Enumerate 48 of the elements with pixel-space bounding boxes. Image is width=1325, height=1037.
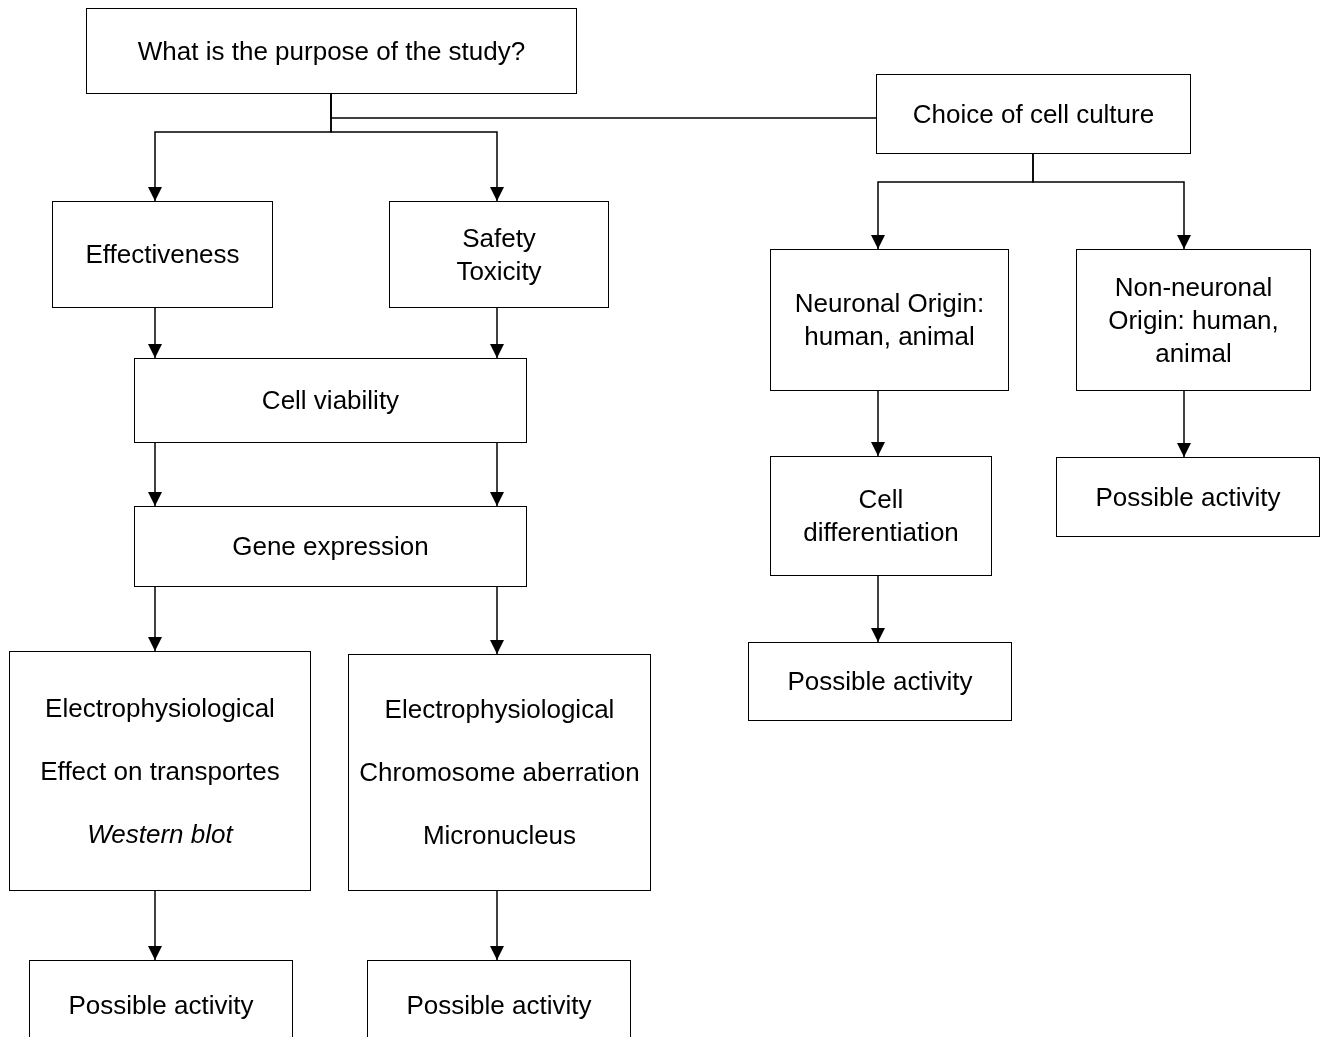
node-text: Non-neuronal Origin: human, animal [1107, 270, 1280, 370]
node-text: Possible activity [68, 988, 254, 1022]
process-box [86, 8, 577, 94]
node-text: Safety [462, 221, 536, 255]
arrow [1032, 153, 1191, 250]
node-text: Chromosome aberration [359, 756, 640, 789]
arrow [490, 586, 504, 655]
process-box [770, 249, 1009, 391]
process-box [29, 960, 293, 1037]
arrow [330, 93, 504, 202]
arrow [871, 390, 885, 457]
node-text: Possible activity [787, 665, 973, 698]
process-box [52, 201, 273, 308]
process-box [770, 456, 992, 576]
node-text: Electrophysiological [45, 691, 275, 725]
arrow [490, 307, 504, 359]
node-text: Cell viability [261, 384, 400, 417]
process-box [134, 358, 527, 443]
node-text: Effect on transportes [40, 754, 280, 788]
process-box [1056, 457, 1320, 537]
process-box [389, 201, 609, 308]
node-text: Micronucleus [422, 819, 577, 852]
node-text: Gene expression [232, 530, 429, 563]
node-text: What is the purpose of the study? [137, 34, 526, 68]
arrow [148, 586, 162, 652]
process-box [1076, 249, 1311, 391]
node-text: Western blot [87, 817, 233, 851]
process-box [9, 651, 311, 891]
arrow [1177, 390, 1191, 458]
node-text: Neuronal Origin: human, animal [793, 287, 986, 353]
node-text: Cell differentiation [802, 483, 960, 549]
node-text: Toxicity [456, 254, 542, 288]
node-text: Choice of cell culture [912, 97, 1155, 131]
arrow [871, 575, 885, 643]
process-box [748, 642, 1012, 721]
arrow [148, 442, 162, 507]
node-text: Effectiveness [85, 238, 240, 271]
arrow [490, 890, 504, 961]
process-box [367, 960, 631, 1037]
process-box [348, 654, 651, 891]
process-box [876, 74, 1191, 154]
node-text: Electrophysiological [384, 693, 615, 726]
arrow [490, 442, 504, 507]
node-text: Possible activity [406, 988, 592, 1022]
process-box [134, 506, 527, 587]
arrow [148, 890, 162, 961]
node-text: Possible activity [1095, 480, 1281, 514]
arrow [148, 307, 162, 359]
